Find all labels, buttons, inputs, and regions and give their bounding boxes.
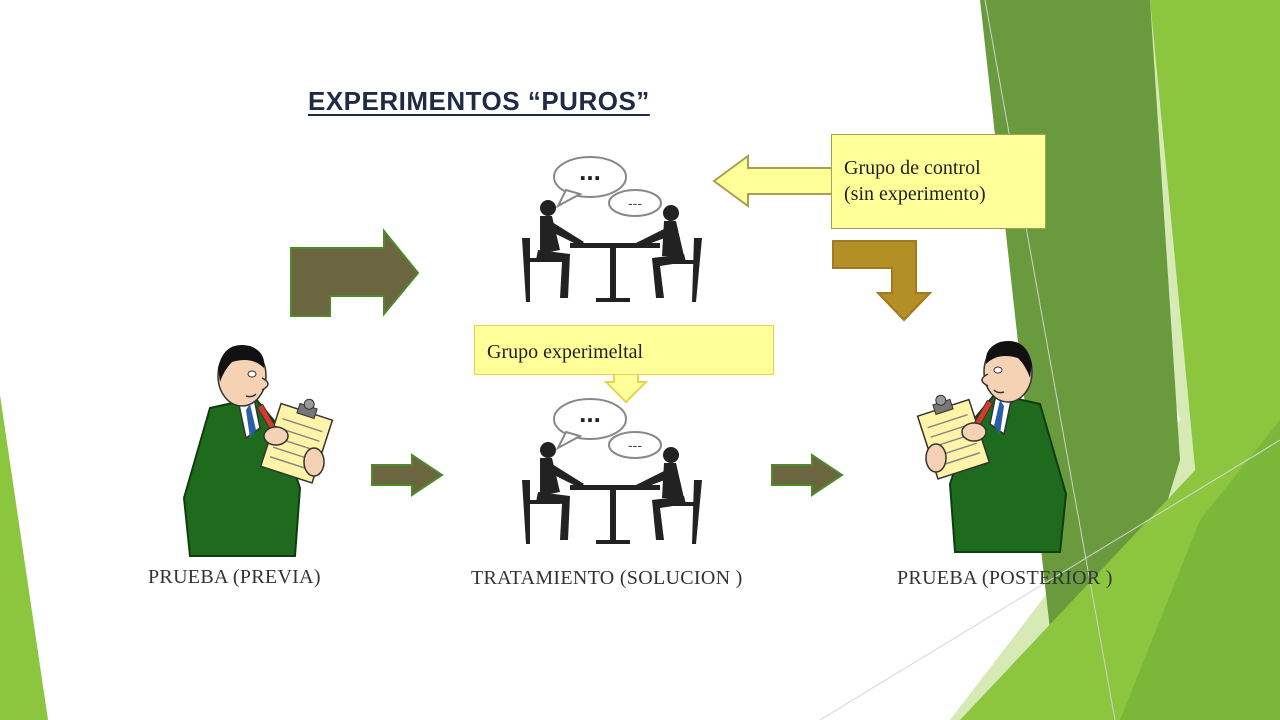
man-clipboard-right bbox=[916, 340, 1068, 553]
arrow-right-1 bbox=[371, 453, 444, 497]
arrow-down-right bbox=[832, 240, 933, 322]
callout-control-line2: (sin experimento) bbox=[844, 183, 986, 205]
speech-bubble-big bbox=[553, 156, 627, 198]
speech-bubble-small-text: --- bbox=[628, 195, 642, 211]
meeting-illustration-top: ... --- bbox=[522, 156, 702, 302]
label-prueba-previa: PRUEBA (PREVIA) bbox=[148, 566, 321, 588]
label-prueba-posterior: PRUEBA (POSTERIOR ) bbox=[897, 567, 1113, 589]
speech-bubble-big-text-2: ... bbox=[579, 398, 601, 428]
callout-control-line1: Grupo de control bbox=[844, 157, 981, 179]
green-panel-mid bbox=[1150, 0, 1280, 520]
green-panel-bright bbox=[1120, 420, 1280, 720]
page-title: EXPERIMENTOS “PUROS” bbox=[308, 86, 650, 116]
label-tratamiento: TRATAMIENTO (SOLUCION ) bbox=[471, 567, 743, 589]
arrow-left bbox=[712, 154, 833, 208]
speech-bubble-big-text: ... bbox=[579, 156, 601, 186]
speech-bubble-small-2 bbox=[608, 431, 662, 459]
green-stripe-left bbox=[0, 395, 48, 720]
thin-line-1 bbox=[984, 0, 1116, 720]
meeting-illustration-bottom: ... --- bbox=[522, 398, 702, 544]
speech-bubble-small-text-2: --- bbox=[628, 437, 642, 453]
arrow-down-yellow bbox=[603, 373, 649, 404]
callout-experimental-group: Grupo experimeltal bbox=[474, 325, 774, 375]
callout-control-group: Grupo de control (sin experimento) bbox=[831, 134, 1046, 229]
speech-bubble-small bbox=[608, 189, 662, 217]
arrow-right-2 bbox=[771, 453, 844, 497]
speech-bubble-big-2 bbox=[553, 398, 627, 440]
man-clipboard-left bbox=[182, 344, 334, 557]
thin-line-2 bbox=[819, 439, 1280, 720]
arrow-up-right bbox=[290, 228, 420, 317]
